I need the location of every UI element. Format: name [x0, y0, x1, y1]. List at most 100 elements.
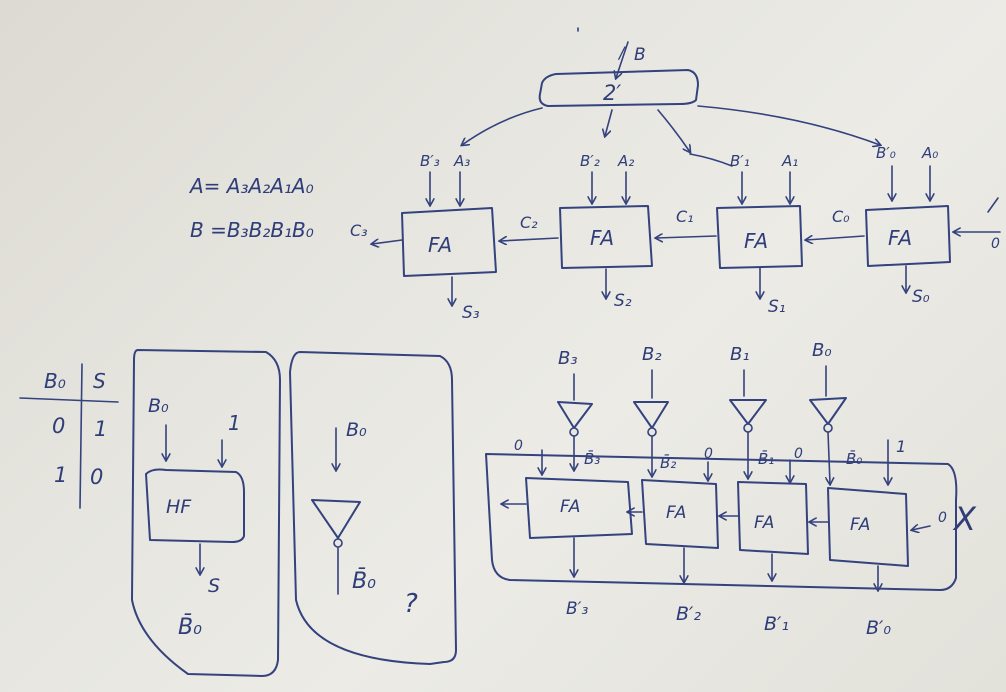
bottom-input-b0: B₀ — [812, 340, 832, 361]
truth-table-header-rule — [19, 397, 119, 403]
bottom-full-adder-1-box — [737, 481, 809, 555]
inverter-b1 — [729, 369, 767, 478]
full-adder-0-a-input-label: A₀ — [921, 144, 938, 162]
full-adder-0-sum-label: S₀ — [912, 287, 930, 307]
carry-label-c2: C₂ — [520, 213, 538, 232]
full-adder-2-b-input-label: B′₂ — [580, 152, 600, 170]
bottom-full-adder-0: FA — [827, 487, 909, 590]
b-input-mark: / — [617, 43, 626, 62]
inverter-gate — [311, 499, 361, 539]
truth-table-row2-b0: 1 — [54, 463, 67, 487]
half-adder-output-s: S — [208, 575, 220, 597]
full-adder-0-label: FA — [888, 226, 912, 250]
full-adder-3-b-input-label: B′₃ — [420, 152, 440, 170]
full-adder-3: FA B′₃ A₃ S₃ — [401, 152, 497, 323]
bottom-cross-mark: X — [952, 500, 977, 538]
bottom-full-adder-0-box — [827, 487, 909, 567]
b-input-label: B — [634, 45, 646, 65]
bottom-side-input-fa3: 0 — [514, 438, 523, 454]
carry-label-c3: C₃ — [350, 221, 368, 240]
bottom-output-b3: B′₃ — [566, 599, 589, 619]
full-adder-2-sum-label: S₂ — [614, 291, 632, 311]
carry-out-arrow-c3 — [372, 240, 403, 244]
inverter-b0-bubble — [823, 423, 833, 433]
full-adder-2-label: FA — [590, 226, 614, 250]
bottom-circuit-frame — [485, 453, 958, 591]
bottom-full-adder-3-label: FA — [560, 497, 580, 517]
truth-table-header-s: S — [93, 369, 106, 393]
inverter-b3-bubble — [569, 427, 579, 437]
bottom-side-input-fa0: 1 — [896, 437, 906, 456]
fanout-arrow-b1 — [657, 109, 690, 152]
complement-block-label: 2′ — [603, 81, 621, 105]
inverter-panel: B₀ B̄₀ ? — [289, 351, 457, 665]
half-adder-result: B̄₀ — [178, 614, 202, 640]
full-adder-1-sum-label: S₁ — [768, 297, 786, 317]
fanout-arrow-b2 — [605, 109, 613, 136]
inverter-result: B̄₀ — [352, 568, 376, 594]
inverter-b2-bubble — [647, 427, 657, 437]
bottom-full-adder-2-label: FA — [666, 503, 686, 523]
truth-table: B₀ S 0 1 1 0 — [19, 363, 119, 509]
full-adder-1-label: FA — [744, 229, 768, 253]
bottom-inverted-b3: B̄₃ — [584, 449, 600, 468]
truth-table-header-b0: B₀ — [44, 369, 66, 393]
truth-table-row1-s: 1 — [94, 417, 107, 441]
bottom-full-adder-1: FA — [737, 481, 809, 580]
bottom-output-b2: B′₂ — [676, 603, 701, 625]
complement-block — [538, 69, 699, 107]
bottom-circuit: B₃ B₂ B₁ B₀ B̄₃ B̄₂ — [485, 340, 977, 639]
full-adder-2-a-input-label: A₂ — [617, 152, 634, 170]
full-adder-1-a-input-label: A₁ — [781, 152, 798, 170]
definition-b: B =B₃B₂B₁B₀ — [190, 218, 314, 242]
half-adder-input-one: 1 — [228, 411, 241, 435]
half-adder-panel: B₀ 1 HF S B̄₀ — [131, 349, 281, 677]
carry-in-label: 0 — [991, 236, 1000, 252]
bottom-inverted-b0: B̄₀ — [846, 449, 862, 468]
bottom-full-adder-1-label: FA — [754, 513, 774, 533]
half-adder-block-label: HF — [166, 496, 192, 518]
inverter-b1-gate — [729, 399, 767, 425]
truth-table-column-rule — [79, 363, 83, 509]
full-adder-3-box — [401, 207, 497, 277]
bottom-carry-in-label: 0 — [938, 510, 947, 526]
top-adder-circuit: B / 2′ A= A₃A₂A₁A₀ B =B₃B₂B₁B₀ FA B′₃ A₃… — [188, 41, 1001, 323]
bottom-input-b2: B₂ — [642, 344, 662, 365]
bottom-side-input-fa2: 0 — [704, 446, 713, 462]
inverter-bubble — [333, 538, 343, 548]
inverter-b3-gate — [557, 401, 593, 429]
full-adder-0: FA B′₀ A₀ S₀ — [865, 144, 951, 307]
full-adder-3-sum-label: S₃ — [462, 303, 480, 323]
bottom-input-b1: B₁ — [730, 344, 750, 365]
full-adder-3-a-input-label: A₃ — [453, 152, 470, 170]
full-adder-1-b-input-label: B′₁ — [730, 152, 750, 170]
fanout-arrow-b3 — [462, 107, 543, 145]
full-adder-1-box — [716, 205, 803, 269]
bottom-input-b3: B₃ — [558, 348, 578, 369]
carry-label-c0: C₀ — [832, 207, 850, 226]
bottom-side-input-fa1: 0 — [794, 446, 803, 462]
full-adder-0-b-input-label: B′₀ — [876, 144, 896, 162]
inverter-b0-output-arrow — [828, 431, 830, 484]
full-adder-1: FA B′₁ A₁ S₁ — [716, 152, 803, 317]
bottom-carry-in-arrow — [912, 526, 931, 530]
full-adder-3-label: FA — [428, 233, 452, 257]
carry-label-c1: C₁ — [676, 207, 694, 226]
bottom-inverted-b2: B̄₂ — [660, 453, 676, 472]
carry-arrow-c0 — [806, 236, 865, 240]
inverter-b0 — [809, 365, 847, 484]
full-adder-0-box — [865, 205, 951, 267]
bottom-inverted-b1: B̄₁ — [758, 449, 774, 468]
carry-arrow-c2 — [500, 238, 559, 241]
truth-table-row1-b0: 0 — [52, 414, 65, 438]
carry-arrow-c1 — [656, 236, 717, 238]
inverter-b3 — [557, 373, 593, 470]
half-adder-panel-frame — [131, 349, 281, 677]
carry-in-stub — [987, 197, 999, 213]
half-adder-input-b0: B₀ — [148, 395, 169, 417]
inverter-panel-frame — [289, 351, 457, 665]
truth-table-row2-s: 0 — [90, 465, 103, 489]
inverter-b2-gate — [633, 401, 669, 429]
fanout-arrow-b0 — [697, 105, 880, 145]
